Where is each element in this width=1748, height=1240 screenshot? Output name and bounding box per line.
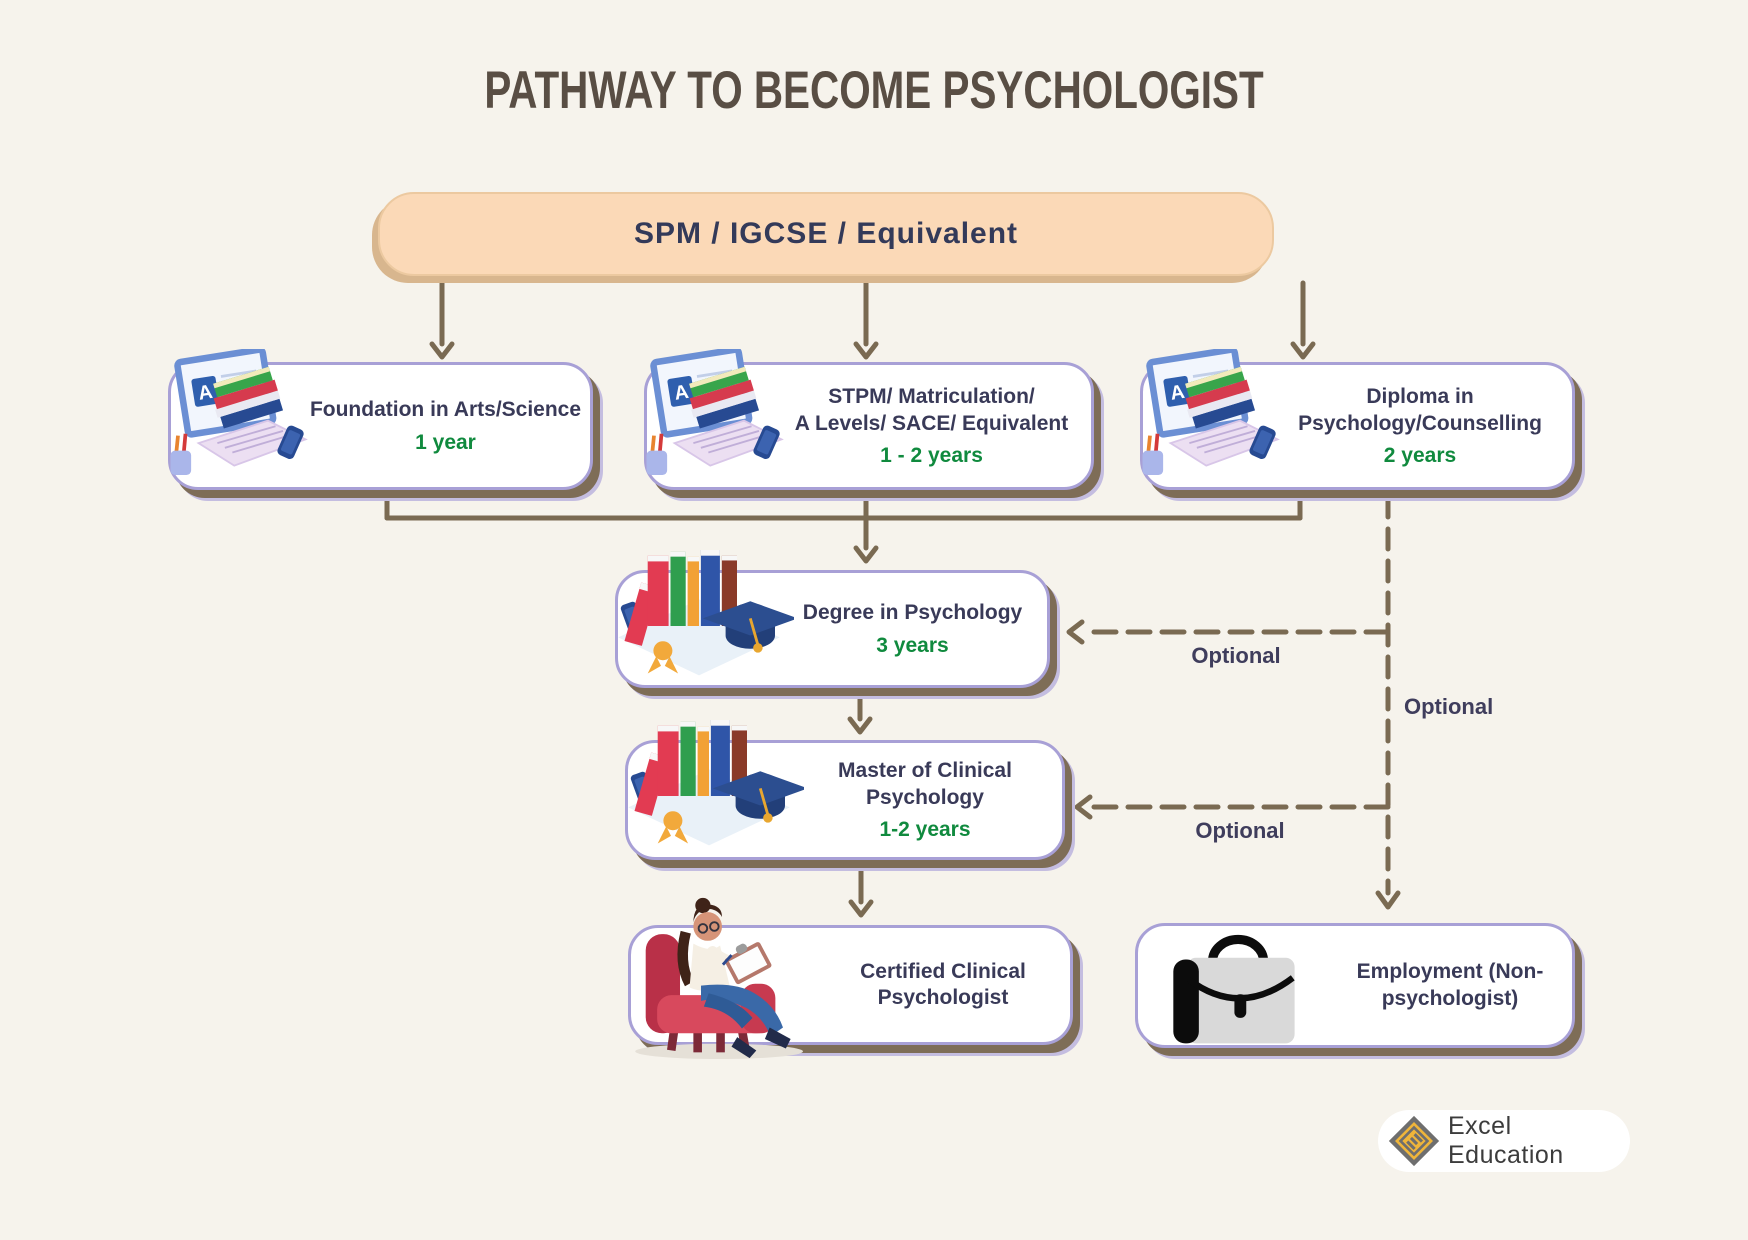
node-diploma-title: Diploma in Psychology/Counselling — [1298, 385, 1542, 435]
node-foundation-duration: 1 year — [415, 430, 476, 454]
node-master-title: Master of Clinical Psychology — [838, 759, 1012, 809]
node-master: Master of Clinical Psychology 1-2 years — [625, 720, 1065, 860]
node-diploma-duration: 2 years — [1383, 443, 1457, 467]
node-master-duration: 1-2 years — [879, 817, 971, 841]
node-stpm: A — [644, 346, 1094, 490]
node-spm-igcse: SPM / IGCSE / Equivalent — [378, 192, 1274, 276]
node-certified: Certified Clinical Psychologist — [628, 897, 1073, 1060]
node-employment: Employment (Non- psychologist) — [1135, 923, 1575, 1048]
optional-label-master: Optional — [1195, 818, 1285, 843]
node-diploma: A — [1140, 346, 1575, 490]
node-degree-duration: 3 years — [876, 633, 949, 657]
dashed-arrow-diploma-to-master — [1074, 794, 1391, 820]
node-stpm-duration: 1 - 2 years — [880, 443, 983, 467]
arrow-merge-to-degree — [853, 486, 879, 564]
optional-label-degree: Optional — [1191, 643, 1281, 668]
excel-education-logo: Excel Education — [1378, 1110, 1630, 1172]
optional-label-employment: Optional — [1404, 694, 1494, 719]
spm-label: SPM / IGCSE / Equivalent — [633, 217, 1019, 250]
node-certified-title: Certified Clinical Psychologist — [860, 959, 1026, 1009]
dashed-arrow-diploma-to-degree — [1066, 619, 1391, 645]
node-employment-title: Employment (Non- psychologist) — [1356, 960, 1544, 1010]
excel-education-logo-icon — [1388, 1115, 1440, 1167]
arrow-spm-to-diploma — [1290, 280, 1316, 360]
page-title: PATHWAY TO BECOME PSYCHOLOGIST — [484, 59, 1264, 120]
connector-row1-merge — [384, 486, 1303, 521]
node-degree-title: Degree in Psychology — [802, 601, 1023, 625]
dashed-arrow-diploma-to-employment — [1375, 494, 1401, 910]
node-foundation: A — [168, 346, 593, 490]
node-stpm-title: STPM/ Matriculation/ A Levels/ SACE/ Equ… — [794, 385, 1069, 435]
node-degree: Degree in Psychology 3 years — [615, 550, 1050, 688]
logo-text: Excel Education — [1448, 1112, 1564, 1169]
arrow-spm-to-foundation — [429, 280, 455, 360]
node-foundation-title: Foundation in Arts/Science — [309, 398, 582, 422]
arrow-degree-to-master — [847, 692, 873, 735]
arrow-spm-to-stpm — [853, 280, 879, 360]
arrow-master-to-certified — [848, 864, 874, 918]
